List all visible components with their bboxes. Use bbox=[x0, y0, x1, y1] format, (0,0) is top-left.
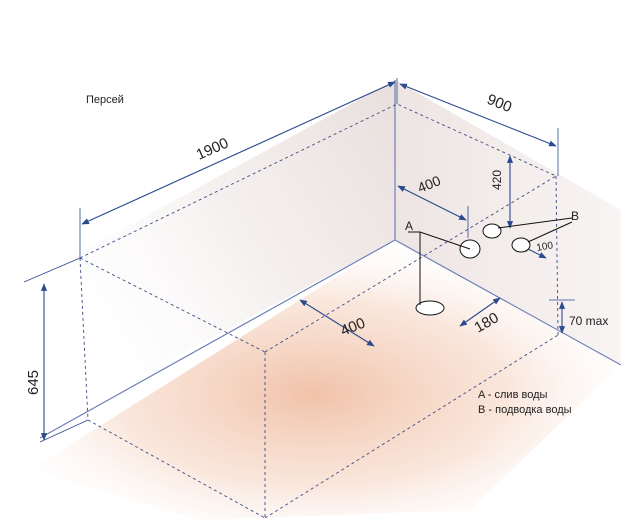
floor-back-edge bbox=[39, 239, 396, 439]
supply-marker: B bbox=[482, 209, 579, 253]
dimension-width: 900 bbox=[399, 83, 559, 176]
drain-marker: A bbox=[405, 219, 481, 316]
supply-hole-2 bbox=[511, 237, 531, 253]
drain-label: A bbox=[405, 219, 413, 233]
dimension-drain-max: 70 max bbox=[549, 299, 608, 334]
dimension-height: 645 bbox=[23, 257, 89, 443]
supply-label: B bbox=[571, 209, 579, 223]
floor-side-edge bbox=[394, 239, 621, 366]
dimension-supply-height: 420 bbox=[490, 155, 514, 229]
dimension-drain-max-label: 70 max bbox=[569, 314, 608, 328]
dimension-supply-height-label: 420 bbox=[490, 170, 504, 190]
legend: A - слив воды B - подводка воды bbox=[478, 388, 572, 418]
page-title: Персей bbox=[86, 94, 124, 106]
dimension-supply-spacing-label: 100 bbox=[536, 240, 555, 254]
dimension-width-label: 900 bbox=[485, 91, 515, 116]
supply-hole-1 bbox=[482, 223, 502, 239]
drain-hole-floor bbox=[415, 300, 445, 316]
legend-item-supply: B - подводка воды bbox=[478, 404, 572, 416]
legend-item-drain: A - слив воды bbox=[478, 389, 548, 401]
dimension-height-label: 645 bbox=[25, 370, 42, 395]
